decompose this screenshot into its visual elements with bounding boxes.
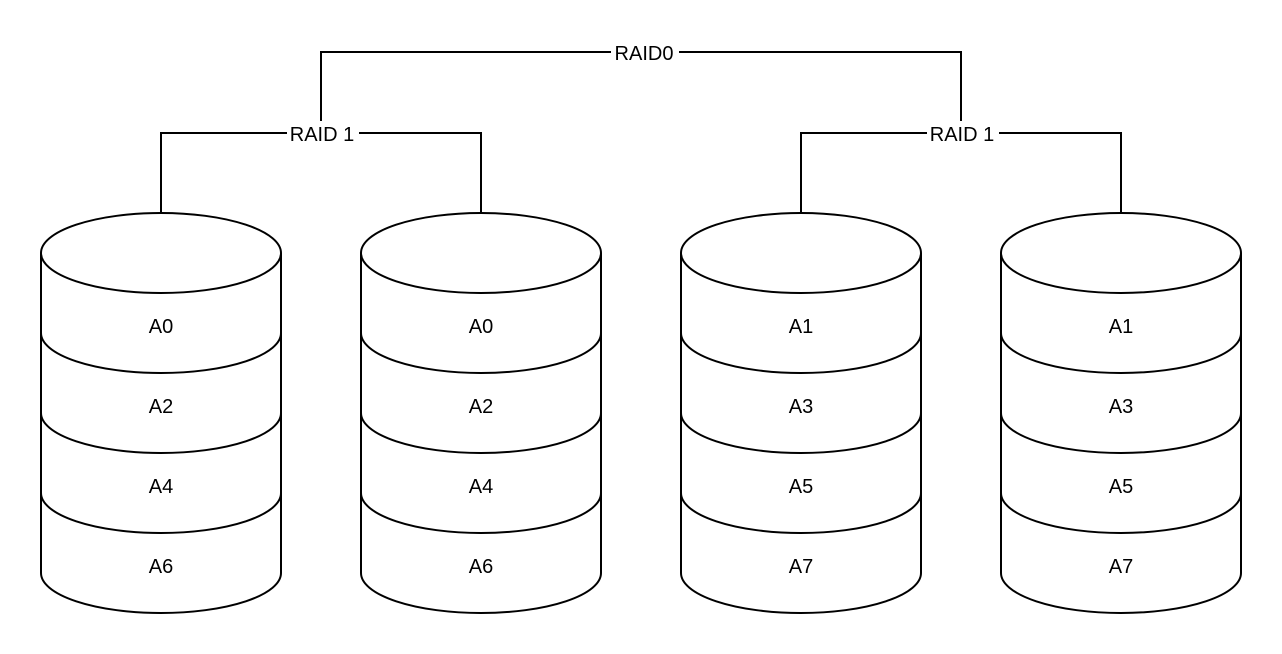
- disk-block-label: A1: [789, 316, 813, 338]
- disk-block-label: A6: [149, 556, 173, 578]
- disk-top-rim: [360, 252, 602, 294]
- disk-block-label: A0: [149, 316, 173, 338]
- raid0-label-bg: [611, 40, 679, 64]
- disk-block-label: A7: [1109, 556, 1133, 578]
- disk-block-divider: [360, 332, 602, 374]
- disk-block-divider: [40, 412, 282, 454]
- disk-block-label: A1: [1109, 316, 1133, 338]
- disk-block-divider: [680, 332, 922, 374]
- disk-block-divider: [40, 332, 282, 374]
- disk-body: [40, 212, 282, 614]
- disk-block-divider: [360, 492, 602, 534]
- disk-block-label: A0: [469, 316, 493, 338]
- disk-block-divider: [1000, 332, 1242, 374]
- disk-block-label: A4: [149, 476, 173, 498]
- disk-block-divider: [680, 412, 922, 454]
- disk-block-label: A7: [789, 556, 813, 578]
- disk-body: [1000, 212, 1242, 614]
- disk-block-label: A4: [469, 476, 493, 498]
- raid0-label: RAID0: [615, 43, 674, 65]
- raid1-left-label: RAID 1: [290, 124, 354, 146]
- disk-cylinder: A1 A3 A5 A7: [680, 212, 922, 614]
- raid1-group-right: RAID 1: [800, 121, 1122, 213]
- disk-body: [680, 212, 922, 614]
- disk-block-label: A2: [469, 396, 493, 418]
- disk-block-label: A6: [469, 556, 493, 578]
- disk-top-rim: [680, 252, 922, 294]
- disk-block-divider: [1000, 412, 1242, 454]
- disk-block-label: A3: [1109, 396, 1133, 418]
- raid0-connector: RAID0: [320, 40, 962, 133]
- disk-top-rim: [1000, 252, 1242, 294]
- disk-block-divider: [40, 492, 282, 534]
- raid1-left-label-bg: [287, 121, 359, 145]
- disk-cylinder: A0 A2 A4 A6: [40, 212, 282, 614]
- disk-block-divider: [360, 412, 602, 454]
- raid1-right-label-bg: [927, 121, 999, 145]
- disk-block-label: A5: [789, 476, 813, 498]
- disk-block-divider: [680, 492, 922, 534]
- raid1-right-label: RAID 1: [930, 124, 994, 146]
- disk-top-rim: [40, 252, 282, 294]
- disk-block-label: A2: [149, 396, 173, 418]
- disk-block-label: A3: [789, 396, 813, 418]
- disk-body: [360, 212, 602, 614]
- disk-block-divider: [1000, 492, 1242, 534]
- disk-cylinder: A1 A3 A5 A7: [1000, 212, 1242, 614]
- disk-cylinder: A0 A2 A4 A6: [360, 212, 602, 614]
- raid1-group-left: RAID 1: [160, 121, 482, 213]
- disk-block-label: A5: [1109, 476, 1133, 498]
